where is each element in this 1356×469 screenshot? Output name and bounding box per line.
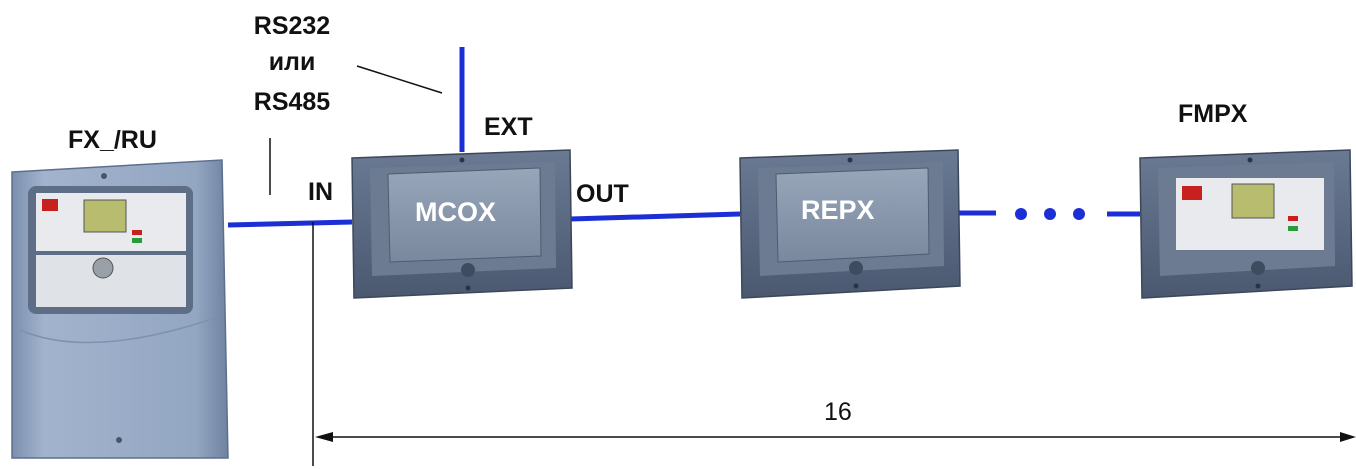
bus-continuation-dots [1015,208,1085,220]
leader-lines [269,65,443,466]
interface-label-or: или [268,48,316,76]
fx-panel-cabinet [11,159,229,459]
repx-label: REPX [801,195,875,225]
interface-label-rs485: RS485 [253,88,331,116]
dimension-arrow [315,432,1356,442]
fmpx-device [1139,149,1353,299]
out-port-label: OUT [576,180,629,208]
panel-label: FX_/RU [68,126,157,154]
mcox-label: MCOX [415,197,496,227]
repx-device [739,149,961,299]
mcox-device [351,149,573,299]
interface-label-rs232: RS232 [253,12,331,40]
fmpx-label: FMPX [1178,100,1248,128]
in-port-label: IN [308,178,333,206]
ext-port-label: EXT [484,113,533,141]
bus-lines [227,47,1140,228]
distance-label: 16 [824,398,852,426]
